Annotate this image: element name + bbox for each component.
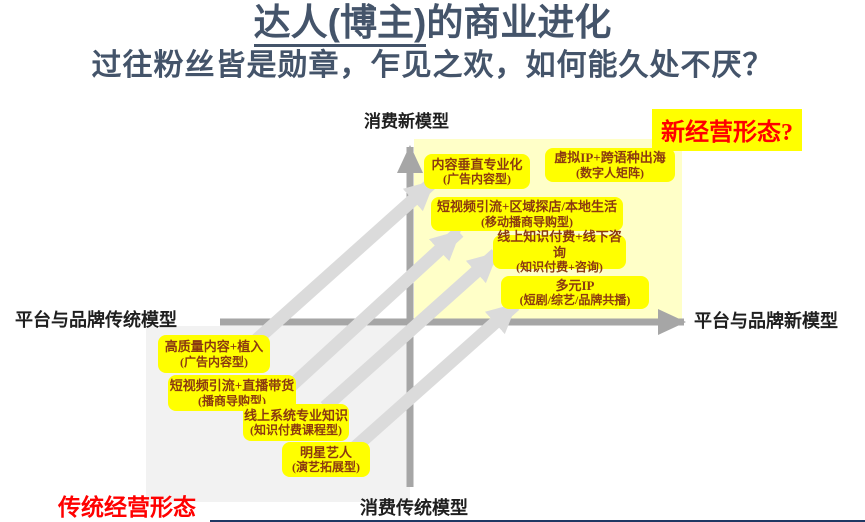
strategy-box-trad-quality-content: 高质量内容+植入 (广告内容型) [158,335,270,373]
evolution-diagonal-arrow [320,249,501,412]
strategy-box-sublabel: (数字人矩阵) [576,165,644,180]
axis-label-right: 平台与品牌新模型 [694,311,838,331]
strategy-box-sublabel: (知识付费+咨询) [516,260,603,275]
strategy-box-sublabel: (知识付费课程型) [250,423,342,438]
axis-label-bottom: 消费传统模型 [360,498,468,518]
strategy-box-sublabel: (广告内容型) [443,172,511,187]
strategy-box-sublabel: (短剧/综艺/品牌共播) [519,293,631,308]
strategy-box-sublabel: (演艺拓展型) [292,460,360,475]
strategy-box-label: 内容垂直专业化 [431,156,523,172]
axis-label-top: 消费新模型 [364,112,449,131]
strategy-box-new-local-life: 短视频引流+区域探店/本地生活 (移动播商导购型) [431,197,623,231]
strategy-box-trad-celebrity: 明星艺人 (演艺拓展型) [282,442,370,477]
strategy-box-sublabel: (移动播商导购型) [481,214,573,229]
slide-title: 达人(博主)的商业进化 [0,2,865,47]
evolution-diagonal-arrow [347,300,520,455]
strategy-box-label: 虚拟IP+跨语种出海 [554,150,666,165]
strategy-box-new-vertical-content: 内容垂直专业化 (广告内容型) [424,154,530,189]
strategy-box-sublabel: (广告内容型) [180,354,248,369]
strategy-box-new-multi-ip: 多元IP (短剧/综艺/品牌共播) [501,276,649,309]
strategy-box-label: 线上系统专业知识 [243,407,348,423]
slide-subtitle: 过往粉丝皆是勋章，乍见之欢，如何能久处不厌？ [91,48,774,82]
evolution-diagonal-arrow [238,177,438,357]
strategy-box-label: 线上知识付费+线下咨询 [497,229,622,260]
axis-label-left: 平台与品牌传统模型 [15,310,177,330]
slide-footer-rule [210,520,865,522]
slide-title-underlined-part: 达人(博主) [253,2,427,47]
title-block: 达人(博主)的商业进化 过往粉丝皆是勋章，乍见之欢，如何能久处不厌？ [0,0,865,82]
strategy-box-new-knowledge-consulting: 线上知识付费+线下咨询 (知识付费+咨询) [493,229,626,274]
new-business-form-badge: 新经营形态? [652,109,802,151]
slide-title-rest-part: 的商业进化 [426,2,612,43]
traditional-business-form-label: 传统经营形态 [58,495,196,520]
strategy-box-label: 明星艺人 [299,444,352,460]
strategy-box-label: 短视频引流+直播带货 [169,378,295,393]
strategy-box-new-virtual-ip: 虚拟IP+跨语种出海 (数字人矩阵) [545,148,675,182]
strategy-box-label: 短视频引流+区域探店/本地生活 [436,199,618,214]
strategy-box-label: 高质量内容+植入 [164,339,264,354]
evolution-diagonal-arrow [285,227,464,392]
strategy-box-trad-online-knowledge: 线上系统专业知识 (知识付费课程型) [243,404,349,441]
strategy-box-label: 多元IP [555,277,595,293]
